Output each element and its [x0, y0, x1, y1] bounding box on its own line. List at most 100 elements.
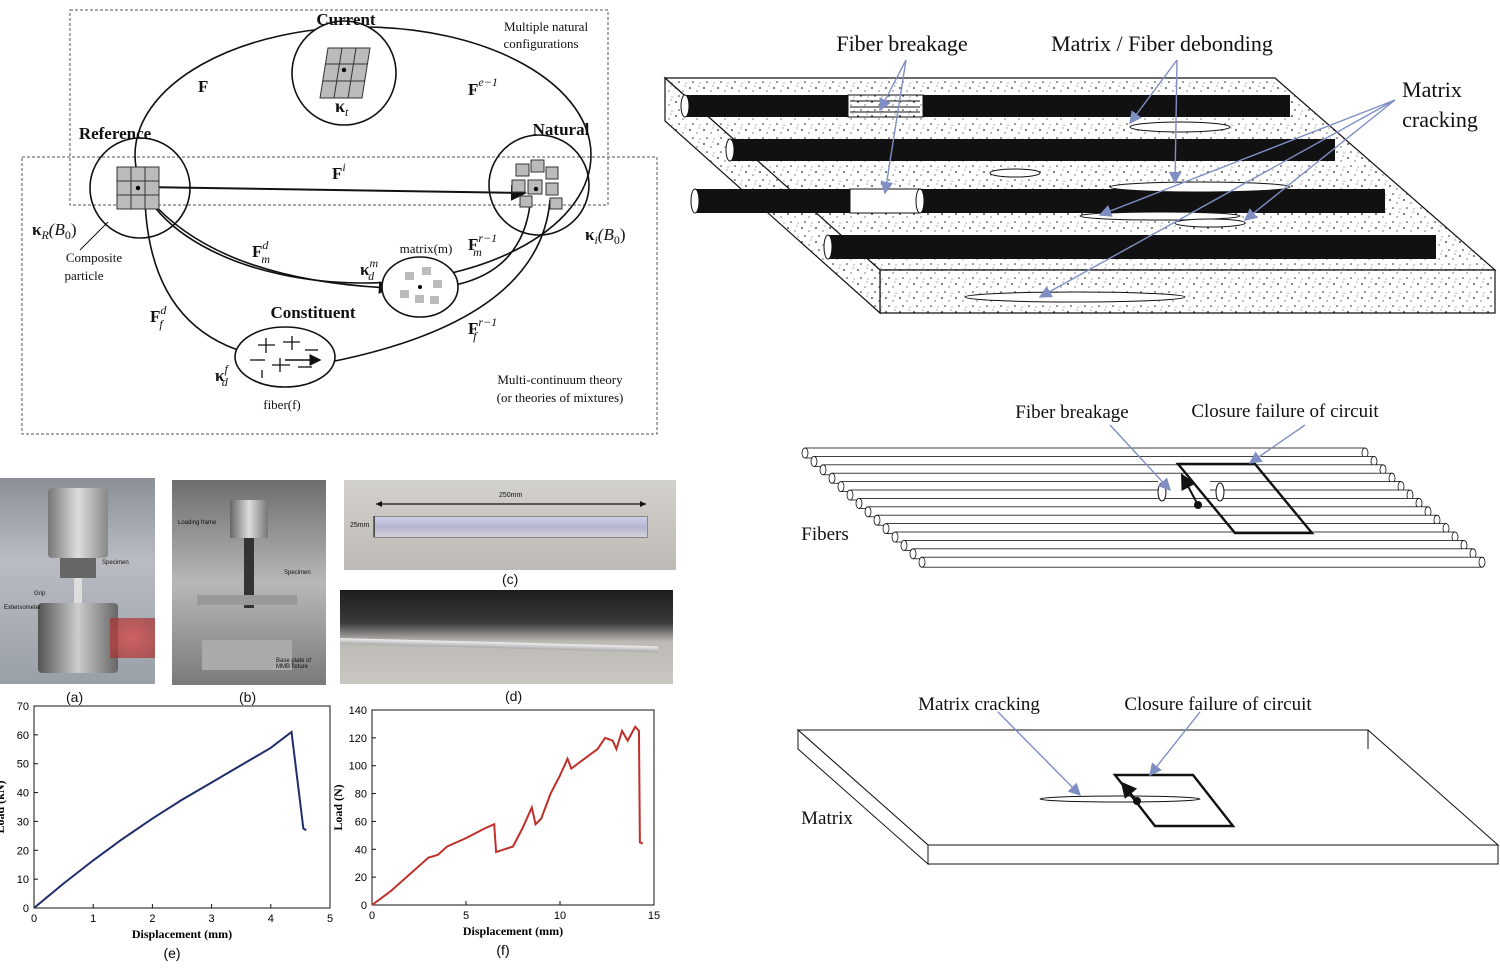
- y-tick-label: 40: [17, 788, 29, 800]
- y-tick-label: 0: [361, 900, 367, 912]
- label-kappa-t: κt: [335, 96, 349, 119]
- x-tick-label: 1: [90, 913, 96, 925]
- y-tick-label: 100: [349, 761, 367, 773]
- fiber-end: [855, 498, 863, 509]
- fiber-end: [1478, 556, 1486, 568]
- label-Fi: Fi: [332, 160, 346, 183]
- photo-b: Loading frame Specimen Base plate of MMB…: [172, 480, 326, 685]
- plate-fibers: [680, 94, 1436, 260]
- fiber-end: [864, 506, 872, 518]
- fiber-end: [828, 472, 836, 484]
- fiber-end: [918, 556, 926, 568]
- fiber-bundle: [801, 447, 1486, 568]
- y-tick-label: 20: [17, 845, 29, 857]
- matrix-plate-front: [927, 844, 1499, 865]
- y-tick-label: 20: [355, 872, 367, 884]
- photo-a-note-2: Extensometer: [4, 605, 42, 611]
- fiber-end: [846, 489, 854, 501]
- caption-b: (b): [239, 689, 257, 705]
- matrix-squares: [400, 267, 442, 304]
- y-tick-label: 60: [17, 730, 29, 742]
- mixture-theory-diagram: Current Multiple natural configurations …: [21, 9, 658, 435]
- label-matrix: matrix(m): [400, 241, 453, 256]
- y-tick-label: 70: [17, 701, 29, 713]
- label-multiple-2: configurations: [503, 36, 578, 51]
- x-tick-label: 5: [463, 910, 469, 922]
- y-tick-label: 0: [23, 903, 29, 915]
- matrix-circuit-loop: [1112, 773, 1236, 828]
- label-matrix-closure: Closure failure of circuit: [1124, 694, 1312, 715]
- label-multi-1: Multi-continuum theory: [497, 372, 623, 387]
- photo-c-length: 250mm: [499, 492, 523, 499]
- photo-c: 250mm 25mm: [344, 480, 676, 570]
- plate-front: [879, 269, 1496, 314]
- fiber-circle: [234, 326, 336, 388]
- matrix-circuit-diagram: Matrix cracking Closure failure of circu…: [796, 694, 1500, 866]
- label-kappa-R: κR(B0): [32, 220, 77, 242]
- label-top-matrix-cracking-2: cracking: [1402, 107, 1478, 132]
- label-Fe: Fe−1: [468, 75, 498, 99]
- x-tick-label: 5: [327, 913, 333, 925]
- label-matrix: Matrix: [801, 808, 853, 829]
- x-tick-label: 0: [369, 910, 375, 922]
- x-tick-label: 0: [31, 913, 37, 925]
- photo-a: Specimen Extensometer Grip: [0, 478, 155, 684]
- photo-a-note-3: Grip: [34, 591, 46, 597]
- photo-a-note-1: Specimen: [102, 560, 129, 566]
- natural-squares: [511, 159, 563, 210]
- caption-d: (d): [505, 688, 523, 704]
- label-matrix-cracking: Matrix cracking: [918, 694, 1040, 715]
- label-kappa-i: κi(B0): [585, 225, 626, 247]
- plate-cracks: [964, 121, 1291, 303]
- label-fibers-closure: Closure failure of circuit: [1191, 401, 1379, 422]
- photo-c-width: 25mm: [350, 522, 370, 529]
- y-tick-label: 50: [17, 759, 29, 771]
- reference-circle: [89, 137, 191, 239]
- fiber-end: [873, 514, 881, 526]
- photo-b-note-3: Base plate of MMB fixture: [276, 658, 312, 670]
- label-current: Current: [316, 10, 376, 29]
- photo-d: [340, 590, 673, 684]
- photo-b-note-2: Specimen: [284, 570, 311, 576]
- path-ffd: [144, 199, 256, 356]
- fiber-end: [819, 464, 827, 476]
- y-tick-label: 120: [349, 733, 367, 745]
- x-axis-label: Displacement (mm): [463, 924, 563, 938]
- y-axis-label: Load (kN): [0, 780, 7, 833]
- path-fmd: [149, 199, 392, 294]
- plot-frame: [371, 709, 655, 906]
- natural-circle: [488, 134, 590, 236]
- label-fibers-breakage: Fiber breakage: [1015, 402, 1128, 423]
- broken-fiber: [1157, 482, 1225, 502]
- label-composite-2: particle: [65, 268, 104, 283]
- x-tick-label: 10: [554, 910, 566, 922]
- path-fi: [141, 184, 527, 201]
- y-tick-label: 10: [17, 874, 29, 886]
- caption-c: (c): [502, 571, 519, 587]
- label-F: F: [198, 77, 208, 96]
- y-tick-label: 40: [355, 844, 367, 856]
- fiber-end: [837, 481, 845, 492]
- chart-caption: (f): [496, 942, 509, 958]
- fiber-circuit-diagram: Fiber breakage Closure failure of circui…: [801, 401, 1486, 568]
- photo-b-note-1: Loading frame: [178, 520, 217, 526]
- series-line: [371, 724, 644, 906]
- matrix-crack: [1039, 795, 1201, 803]
- series-line: [33, 730, 307, 909]
- label-composite-1: Composite: [66, 250, 123, 265]
- label-fiber: fiber(f): [263, 397, 301, 412]
- x-tick-label: 15: [648, 910, 660, 922]
- label-multi-2: (or theories of mixtures): [497, 390, 624, 405]
- natural-configurations-box: [69, 9, 609, 206]
- fiber-circuit-loop: [1175, 462, 1315, 535]
- matrix-plate-side: [797, 728, 929, 866]
- fiber-end: [909, 548, 917, 560]
- multi-continuum-box: [21, 156, 658, 435]
- label-top-matrix-cracking-1: Matrix: [1402, 77, 1462, 102]
